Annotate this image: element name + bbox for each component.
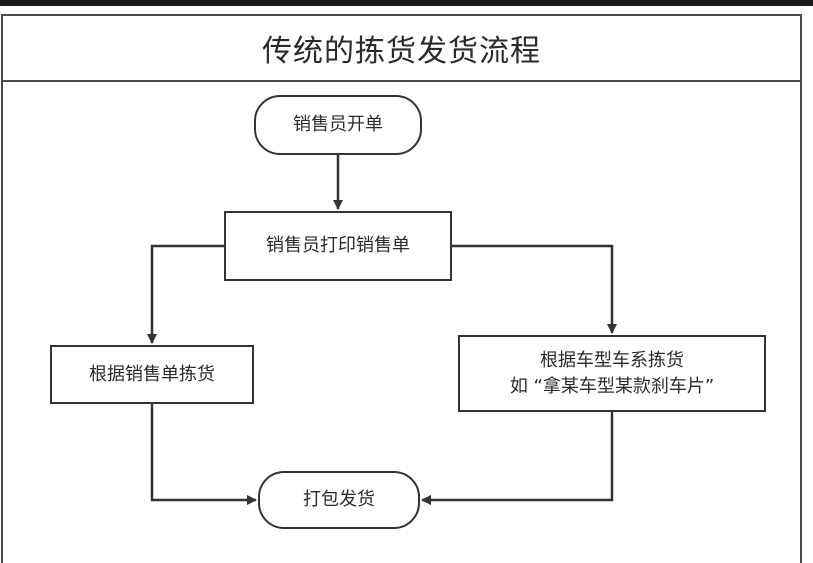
node-label-line1: 根据车型车系拣货 <box>540 349 684 371</box>
node-label: 根据销售单拣货 <box>89 363 215 385</box>
right-edge-strip <box>806 6 813 563</box>
node-salesperson-create-order: 销售员开单 <box>254 95 422 155</box>
node-pack-and-ship: 打包发货 <box>258 471 420 529</box>
node-pick-by-sales-order: 根据销售单拣货 <box>50 345 254 404</box>
node-label: 打包发货 <box>303 489 375 510</box>
node-label-line2: 如 “拿某车型某款刹车片” <box>509 375 715 397</box>
arrow-pick-order-to-ship <box>150 404 257 505</box>
arrow-print-to-pick-order <box>147 244 224 344</box>
arrow-print-to-pick-model <box>452 244 617 334</box>
window-top-bar <box>0 0 813 6</box>
node-pick-by-vehicle-model: 根据车型车系拣货 如 “拿某车型某款刹车片” <box>458 335 766 412</box>
node-label: 销售员打印销售单 <box>266 235 410 256</box>
arrow-pick-model-to-ship <box>421 412 614 505</box>
diagram-title: 传统的拣货发货流程 <box>3 16 800 82</box>
node-print-sales-order: 销售员打印销售单 <box>224 211 452 281</box>
node-label: 销售员开单 <box>293 114 383 135</box>
